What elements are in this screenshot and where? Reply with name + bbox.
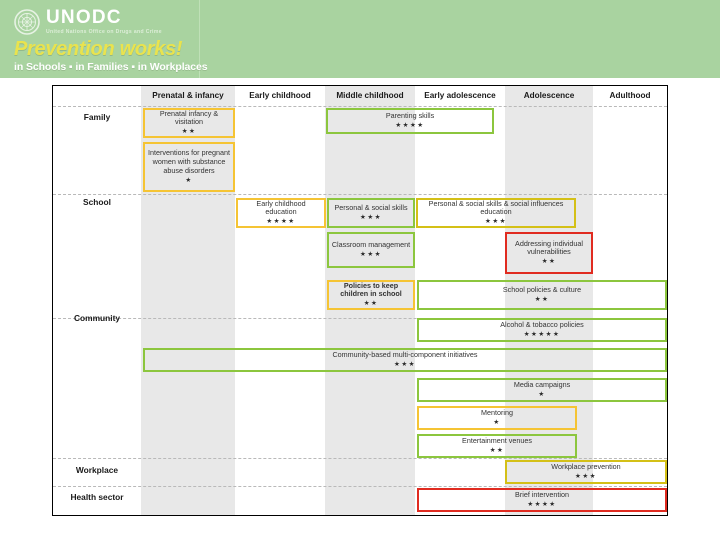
intervention-card[interactable]: School policies & culture★★	[417, 280, 667, 310]
intervention-title: Community-based multi-component initiati…	[332, 350, 478, 360]
intervention-card[interactable]: Brief intervention★★★★	[417, 488, 667, 512]
intervention-card[interactable]: Classroom management★★★	[327, 232, 415, 268]
evidence-rating-stars: ★★★★	[395, 121, 425, 129]
banner-divider	[199, 0, 200, 78]
column-header-early-childhood: Early childhood	[249, 91, 311, 100]
evidence-rating-stars: ★★★	[394, 360, 416, 368]
intervention-title: Classroom management	[331, 240, 411, 250]
intervention-card[interactable]: Prenatal infancy & visitation★★	[143, 108, 235, 138]
unodc-logo: UNODC United Nations Office on Drugs and…	[14, 8, 162, 35]
column-header-prenatal-infancy: Prenatal & infancy	[152, 91, 224, 100]
intervention-card[interactable]: Personal & social skills & social influe…	[416, 198, 576, 228]
row-label-workplace: Workplace	[75, 465, 119, 475]
intervention-title: Parenting skills	[385, 111, 435, 121]
evidence-rating-stars: ★★★★	[266, 218, 296, 226]
intervention-card[interactable]: Workplace prevention★★★	[505, 460, 667, 484]
shaded-column	[141, 86, 235, 515]
intervention-card[interactable]: Entertainment venues★★	[417, 434, 577, 458]
intervention-card[interactable]: Parenting skills★★★★	[326, 108, 494, 134]
shaded-column	[505, 86, 593, 515]
row-divider	[53, 194, 667, 195]
banner-title: Prevention works!	[14, 38, 183, 60]
evidence-rating-stars: ★★★	[360, 213, 382, 221]
row-label-community: Community	[73, 313, 121, 323]
row-divider	[53, 318, 667, 319]
unodc-wordmark: UNODC United Nations Office on Drugs and…	[46, 8, 162, 35]
row-divider	[53, 106, 667, 107]
intervention-card[interactable]: Early childhood education★★★★	[236, 198, 326, 228]
evidence-rating-stars: ★	[493, 418, 501, 426]
evidence-rating-stars: ★★★★	[527, 500, 557, 508]
intervention-card[interactable]: Community-based multi-component initiati…	[143, 348, 667, 372]
column-header-early-adolescence: Early adolescence	[424, 91, 496, 100]
row-label-health-sector: Health sector	[70, 492, 124, 502]
intervention-card[interactable]: Media campaigns★	[417, 378, 667, 402]
row-label-family: Family	[83, 112, 111, 122]
evidence-rating-stars: ★★	[489, 446, 505, 454]
shaded-column	[325, 86, 415, 515]
evidence-rating-stars: ★★	[534, 295, 550, 303]
column-header-middle-childhood: Middle childhood	[336, 91, 404, 100]
row-label-school: School	[83, 197, 111, 207]
unodc-acronym: UNODC	[46, 7, 122, 28]
intervention-title: Policies to keep children in school	[340, 280, 402, 299]
unodc-full-name: United Nations Office on Drugs and Crime	[46, 29, 162, 35]
intervention-title: Alcohol & tobacco policies	[500, 320, 584, 330]
intervention-title: Prenatal infancy & visitation	[159, 108, 219, 127]
evidence-rating-stars: ★★	[541, 258, 557, 266]
unodc-banner: UNODC United Nations Office on Drugs and…	[0, 0, 720, 78]
row-divider	[53, 458, 667, 459]
intervention-card[interactable]: Personal & social skills★★★	[327, 198, 415, 228]
evidence-rating-stars: ★	[185, 176, 193, 184]
column-header-adolescence: Adolescence	[523, 91, 575, 100]
intervention-title: Media campaigns	[513, 380, 571, 390]
intervention-title: Addressing individual vulnerabilities	[515, 238, 583, 257]
evidence-rating-stars: ★★★	[575, 472, 597, 480]
intervention-title: Entertainment venues	[462, 436, 532, 446]
evidence-rating-stars: ★★★★★	[523, 330, 561, 338]
row-divider	[53, 486, 667, 487]
evidence-rating-stars: ★★★	[360, 250, 382, 258]
intervention-card[interactable]: Mentoring★	[417, 406, 577, 430]
evidence-rating-stars: ★★	[363, 300, 379, 308]
column-header-adulthood: Adulthood	[609, 91, 651, 100]
intervention-title: Early childhood education	[256, 198, 306, 217]
evidence-rating-stars: ★	[538, 390, 546, 398]
intervention-title: Brief intervention	[515, 490, 569, 500]
intervention-card[interactable]: Addressing individual vulnerabilities★★	[505, 232, 593, 274]
intervention-title: School policies & culture	[502, 285, 582, 295]
intervention-title: Interventions for pregnant women with su…	[148, 148, 230, 175]
un-emblem-icon	[14, 8, 40, 35]
intervention-title: Workplace prevention	[551, 462, 621, 472]
intervention-card[interactable]: Interventions for pregnant women with su…	[143, 142, 235, 192]
evidence-rating-stars: ★★★	[485, 218, 507, 226]
intervention-title: Personal & social skills	[334, 203, 408, 213]
prevention-matrix: Prenatal & infancy Early childhood Middle …	[52, 85, 668, 516]
banner-subtitle: in Schools ▪ in Families ▪ in Workplaces	[14, 61, 208, 73]
evidence-rating-stars: ★★	[181, 128, 197, 136]
intervention-card[interactable]: Alcohol & tobacco policies★★★★★	[417, 318, 667, 342]
intervention-card[interactable]: Policies to keep children in school★★	[327, 280, 415, 310]
intervention-title: Personal & social skills & social influe…	[428, 198, 564, 217]
intervention-title: Mentoring	[481, 408, 513, 418]
